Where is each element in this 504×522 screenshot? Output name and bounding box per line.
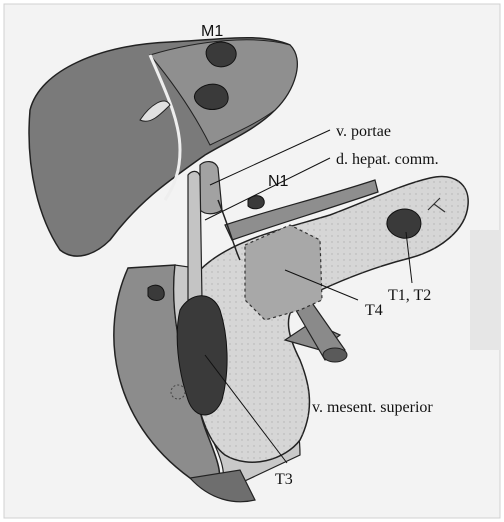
v-portae-vessel <box>200 162 222 214</box>
tumor-m1-upper <box>206 42 236 67</box>
tumor-t1-t2 <box>387 209 421 238</box>
label-t3: T3 <box>275 471 293 488</box>
label-t4: T4 <box>365 302 383 319</box>
d-hepat-comm-duct <box>188 171 202 303</box>
background-text-block <box>470 230 500 350</box>
v-mesent-vessel-opening <box>323 348 347 362</box>
label-d-hepat-comm: d. hepat. comm. <box>336 151 439 168</box>
label-m1: M1 <box>201 23 223 40</box>
label-v-mesent-superior: v. mesent. superior <box>312 399 433 416</box>
duodenum-tumor-spot <box>148 285 164 300</box>
label-v-portae: v. portae <box>336 123 391 140</box>
label-n1: N1 <box>268 173 289 190</box>
tumor-m1-lower <box>194 84 228 109</box>
label-t1-t2: T1, T2 <box>388 287 431 304</box>
